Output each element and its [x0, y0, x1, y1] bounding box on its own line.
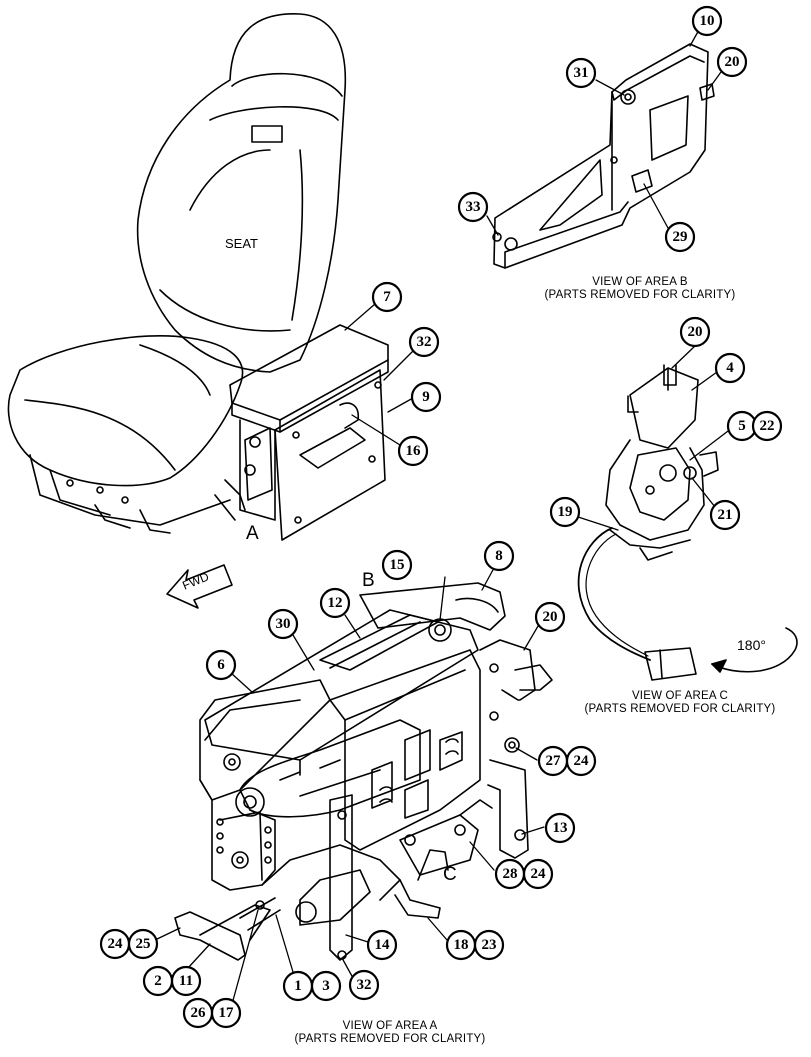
callout-7: 7	[371, 281, 403, 313]
callout-11: 11	[170, 965, 202, 997]
svg-text:21: 21	[718, 507, 733, 523]
svg-text:2: 2	[154, 973, 162, 989]
callout-29: 29	[664, 221, 696, 253]
callout-13: 13	[544, 812, 576, 844]
callout-1: 1	[282, 970, 314, 1002]
view-b-subtitle: (PARTS REMOVED FOR CLARITY)	[544, 289, 736, 301]
callout-2: 2	[142, 965, 174, 997]
svg-text:27: 27	[546, 753, 562, 769]
svg-text:8: 8	[495, 548, 503, 564]
svg-text:18: 18	[454, 937, 469, 953]
callout-27: 27	[537, 745, 569, 777]
area-c-marker: C	[443, 864, 457, 885]
svg-text:29: 29	[673, 229, 688, 245]
svg-text:23: 23	[482, 937, 497, 953]
svg-text:5: 5	[738, 418, 746, 434]
svg-text:3: 3	[322, 978, 330, 994]
svg-text:13: 13	[553, 820, 568, 836]
area-a-marker: A	[246, 523, 259, 544]
svg-text:32: 32	[357, 977, 372, 993]
svg-text:11: 11	[179, 973, 193, 989]
svg-text:4: 4	[726, 360, 734, 376]
view-c-caption: VIEW OF AREA C (PARTS REMOVED FOR CLARIT…	[560, 690, 800, 716]
svg-text:30: 30	[276, 616, 291, 632]
callout-6: 6	[205, 649, 237, 681]
svg-text:20: 20	[543, 609, 558, 625]
svg-text:15: 15	[390, 557, 405, 573]
view-a-subtitle: (PARTS REMOVED FOR CLARITY)	[294, 1033, 486, 1045]
callout-25: 25	[127, 928, 159, 960]
callout-24: 24	[99, 928, 131, 960]
callout-20: 20	[534, 601, 566, 633]
svg-text:26: 26	[191, 1005, 207, 1021]
callout-8: 8	[483, 540, 515, 572]
svg-text:14: 14	[375, 937, 391, 953]
svg-text:24: 24	[108, 936, 124, 952]
svg-text:16: 16	[406, 443, 422, 459]
view-a-title: VIEW OF AREA A	[342, 1020, 438, 1032]
callout-15: 15	[381, 549, 413, 581]
callout-17: 17	[210, 997, 242, 1029]
view-a-caption: VIEW OF AREA A (PARTS REMOVED FOR CLARIT…	[270, 1020, 510, 1046]
fwd-arrow	[166, 564, 233, 609]
svg-text:7: 7	[383, 289, 391, 305]
svg-text:33: 33	[466, 199, 481, 215]
callout-23: 23	[473, 929, 505, 961]
callout-24: 24	[522, 858, 554, 890]
area-b-marker: B	[362, 570, 375, 591]
svg-text:32: 32	[417, 334, 432, 350]
callout-9: 9	[410, 381, 442, 413]
callout-5: 5	[726, 410, 758, 442]
callout-28: 28	[494, 858, 526, 890]
callout-19: 19	[549, 496, 581, 528]
callout-20: 20	[679, 316, 711, 348]
svg-text:1: 1	[294, 978, 302, 994]
seat-illustration	[7, 13, 389, 541]
callout-32: 32	[348, 969, 380, 1001]
svg-text:19: 19	[558, 504, 573, 520]
svg-text:20: 20	[688, 324, 703, 340]
svg-text:6: 6	[217, 657, 225, 673]
rotation-label: 180°	[737, 637, 766, 653]
callout-16: 16	[397, 435, 429, 467]
svg-text:24: 24	[531, 866, 547, 882]
view-c-title: VIEW OF AREA C	[631, 690, 729, 702]
svg-text:17: 17	[219, 1005, 235, 1021]
view-b-caption: VIEW OF AREA B (PARTS REMOVED FOR CLARIT…	[520, 276, 760, 302]
callout-10: 10	[691, 5, 723, 37]
callout-21: 21	[709, 499, 741, 531]
callout-18: 18	[445, 929, 477, 961]
callout-30: 30	[267, 608, 299, 640]
svg-text:25: 25	[136, 936, 151, 952]
seat-label: SEAT	[225, 236, 258, 251]
callout-33: 33	[457, 191, 489, 223]
callout-24: 24	[565, 745, 597, 777]
view-a-mechanism	[174, 582, 553, 961]
svg-text:22: 22	[760, 418, 775, 434]
view-c-subtitle: (PARTS REMOVED FOR CLARITY)	[584, 703, 776, 715]
callout-12: 12	[319, 587, 351, 619]
callout-20: 20	[716, 46, 748, 78]
callout-14: 14	[366, 929, 398, 961]
svg-text:31: 31	[574, 65, 589, 81]
svg-text:12: 12	[328, 595, 343, 611]
svg-text:9: 9	[422, 389, 430, 405]
view-b-title: VIEW OF AREA B	[592, 276, 688, 288]
svg-text:24: 24	[574, 753, 590, 769]
svg-text:10: 10	[700, 13, 715, 29]
view-c-latch	[577, 364, 798, 681]
callout-31: 31	[565, 57, 597, 89]
callout-22: 22	[751, 410, 783, 442]
svg-text:20: 20	[725, 54, 740, 70]
callout-3: 3	[310, 970, 342, 1002]
callout-4: 4	[714, 352, 746, 384]
svg-text:28: 28	[503, 866, 518, 882]
callout-26: 26	[182, 997, 214, 1029]
callout-32: 32	[408, 326, 440, 358]
